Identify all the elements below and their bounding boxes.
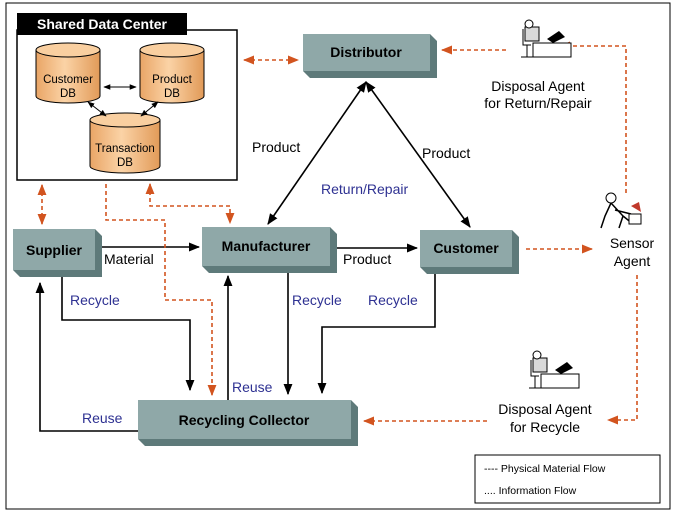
product-db-icon	[139, 42, 205, 104]
legend-information: .... Information Flow	[484, 485, 577, 497]
customer-node	[420, 230, 519, 274]
physical-flows	[35, 81, 471, 432]
transaction-db-label-2: DB	[117, 157, 133, 169]
db-link-product-transaction	[140, 101, 159, 117]
data-center-title: Shared Data Center	[37, 16, 167, 32]
manufacturer-label: Manufacturer	[222, 238, 311, 254]
label-recycle-customer: Recycle	[368, 292, 418, 308]
manufacturer-node	[202, 227, 337, 273]
recycling-collector-label: Recycling Collector	[179, 412, 310, 428]
flow-reuse-supplier	[35, 281, 138, 432]
label-recycle-manufacturer: Recycle	[292, 292, 342, 308]
label-recycle-supplier: Recycle	[70, 292, 120, 308]
data-center-title-bar	[17, 13, 187, 35]
distributor-label: Distributor	[330, 44, 402, 60]
label-product-mid: Product	[343, 251, 391, 267]
flow-distributor-customer	[365, 81, 471, 228]
disposal-return-label-1: Disposal Agent	[491, 78, 585, 94]
label-reuse-supplier: Reuse	[82, 410, 123, 426]
supplier-node	[13, 229, 102, 277]
shared-data-center: Shared Data Center Customer DB Product D…	[16, 13, 238, 181]
recycling-collector-node	[138, 400, 358, 446]
info-sensor-disposal-return	[566, 45, 627, 193]
db-link-customer-transaction	[87, 101, 107, 117]
disposal-return-label-2: for Return/Repair	[484, 95, 592, 111]
label-material: Material	[104, 251, 154, 267]
sensor-agent-label-2: Agent	[614, 253, 651, 269]
transaction-db-label-1: Transaction	[95, 143, 155, 155]
label-return-repair: Return/Repair	[321, 181, 408, 197]
disposal-recycle-label-1: Disposal Agent	[498, 401, 592, 417]
label-product-left: Product	[252, 139, 300, 155]
info-datacenter-recycle	[105, 184, 217, 397]
customer-db-icon	[35, 42, 101, 104]
flow-distributor-manufacturer	[267, 81, 367, 225]
desk-worker-icon	[521, 19, 572, 58]
flow-customer-recycle	[317, 274, 436, 395]
customer-db-label-2: DB	[60, 88, 76, 100]
product-db-label-2: DB	[164, 88, 180, 100]
label-product-right: Product	[422, 145, 470, 161]
distributor-node	[303, 34, 437, 78]
label-reuse-manufacturer: Reuse	[232, 379, 273, 395]
info-sensor-disposal-recycle	[606, 275, 638, 425]
customer-label: Customer	[433, 240, 499, 256]
desk-worker-icon-recycle	[529, 350, 580, 389]
flow-supplier-recycle	[61, 277, 195, 392]
product-db-label-1: Product	[152, 74, 192, 86]
legend-physical: ---- Physical Material Flow	[484, 463, 606, 475]
info-datacenter-manufacturer	[145, 182, 235, 225]
supplier-label: Supplier	[26, 242, 83, 258]
transaction-db-icon	[89, 112, 161, 174]
disposal-recycle-label-2: for Recycle	[510, 419, 580, 435]
sensor-person-icon	[600, 192, 642, 229]
customer-db-label-1: Customer	[43, 74, 93, 86]
legend: ---- Physical Material Flow .... Informa…	[474, 454, 661, 504]
sensor-agent-label-1: Sensor	[610, 235, 655, 251]
